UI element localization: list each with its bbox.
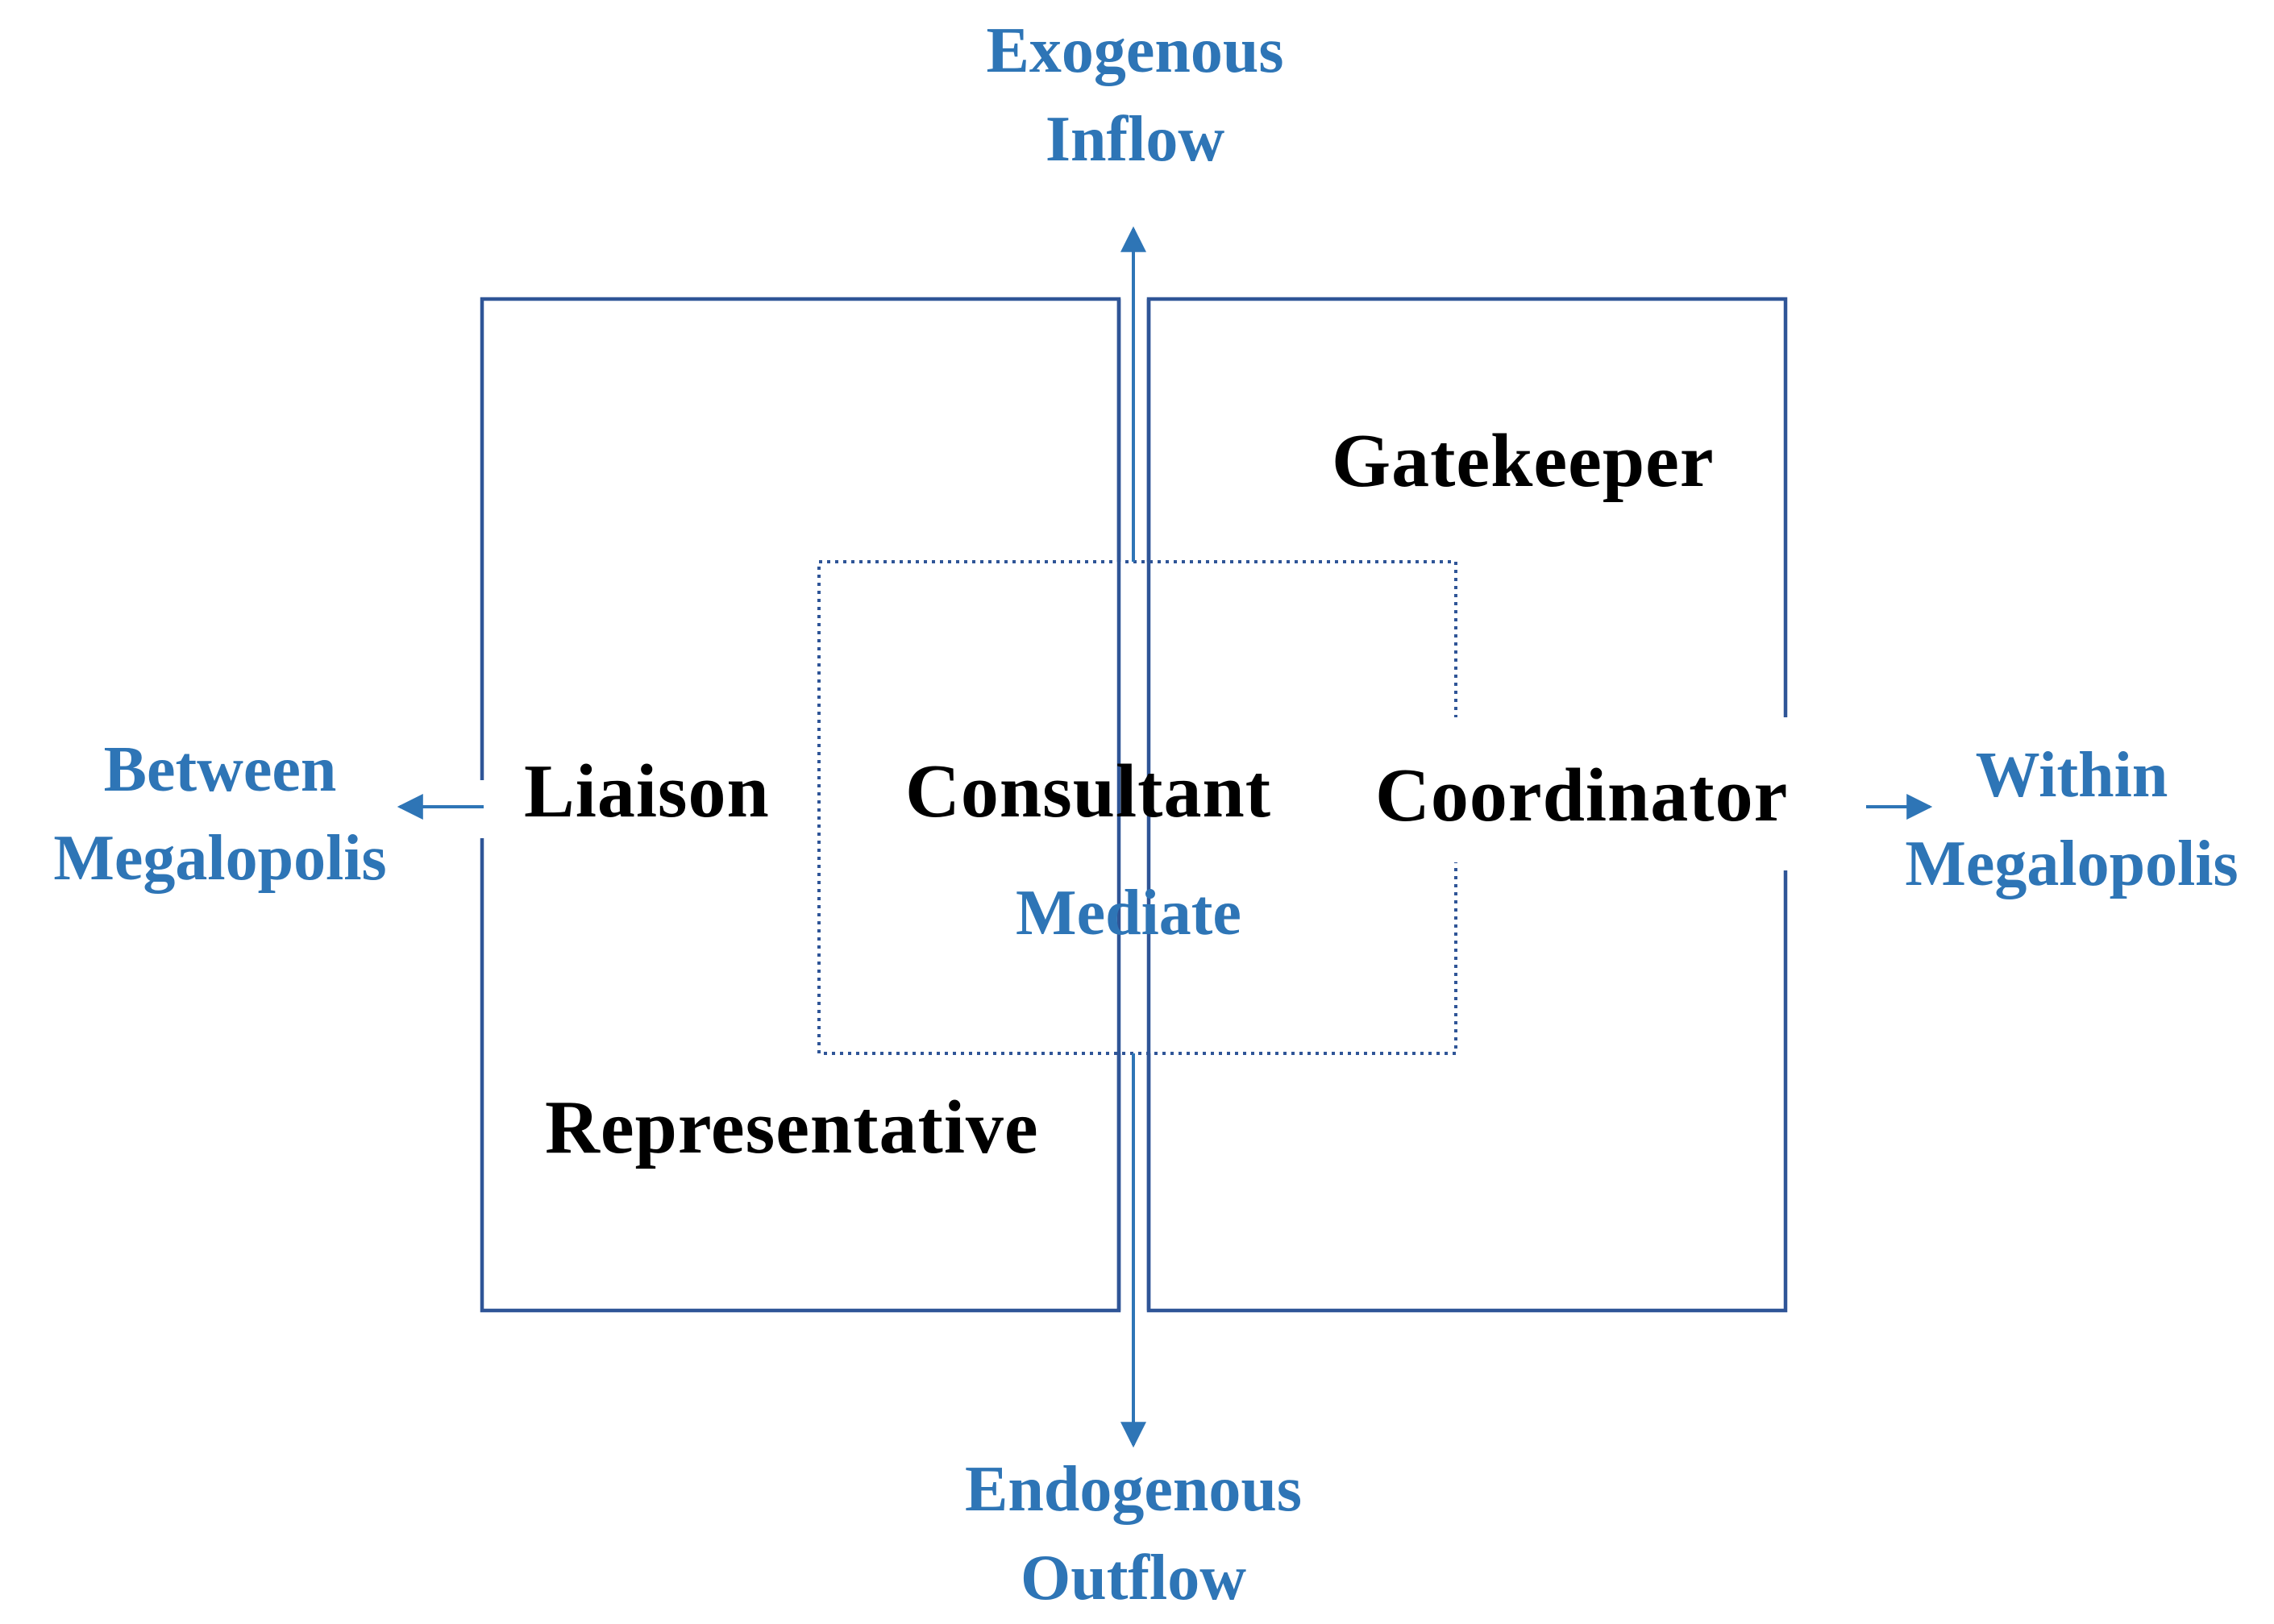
representative-label: Representative [545,1086,1039,1169]
gatekeeper-label: Gatekeeper [1332,419,1715,503]
exogenous-inflow-label: Exogenous Inflow [987,6,1284,184]
right-frame-gap [1776,717,1795,870]
exogenous-inflow-line1: Exogenous [986,15,1284,86]
between-megalopolis-line2: Megalopolis [53,823,387,894]
within-megalopolis-line1: Within [1975,740,2168,811]
endogenous-outflow-label: Endogenous Outflow [965,1445,1302,1622]
mediate-label: Mediate [1016,878,1241,949]
within-megalopolis-label: Within Megalopolis [1905,731,2238,908]
endogenous-outflow-line1: Endogenous [965,1454,1302,1525]
exogenous-inflow-line2: Inflow [1045,104,1225,175]
coordinator-label: Coordinator [1375,754,1789,837]
left-frame-gap [474,780,492,838]
liaison-label: Liaison [524,750,770,833]
center-box-gap [1447,717,1465,862]
within-megalopolis-line2: Megalopolis [1905,829,2239,899]
between-megalopolis-line1: Between [103,734,337,805]
endogenous-outflow-line2: Outflow [1021,1543,1246,1614]
between-megalopolis-label: Between Megalopolis [53,725,386,903]
consultant-label: Consultant [905,750,1272,833]
